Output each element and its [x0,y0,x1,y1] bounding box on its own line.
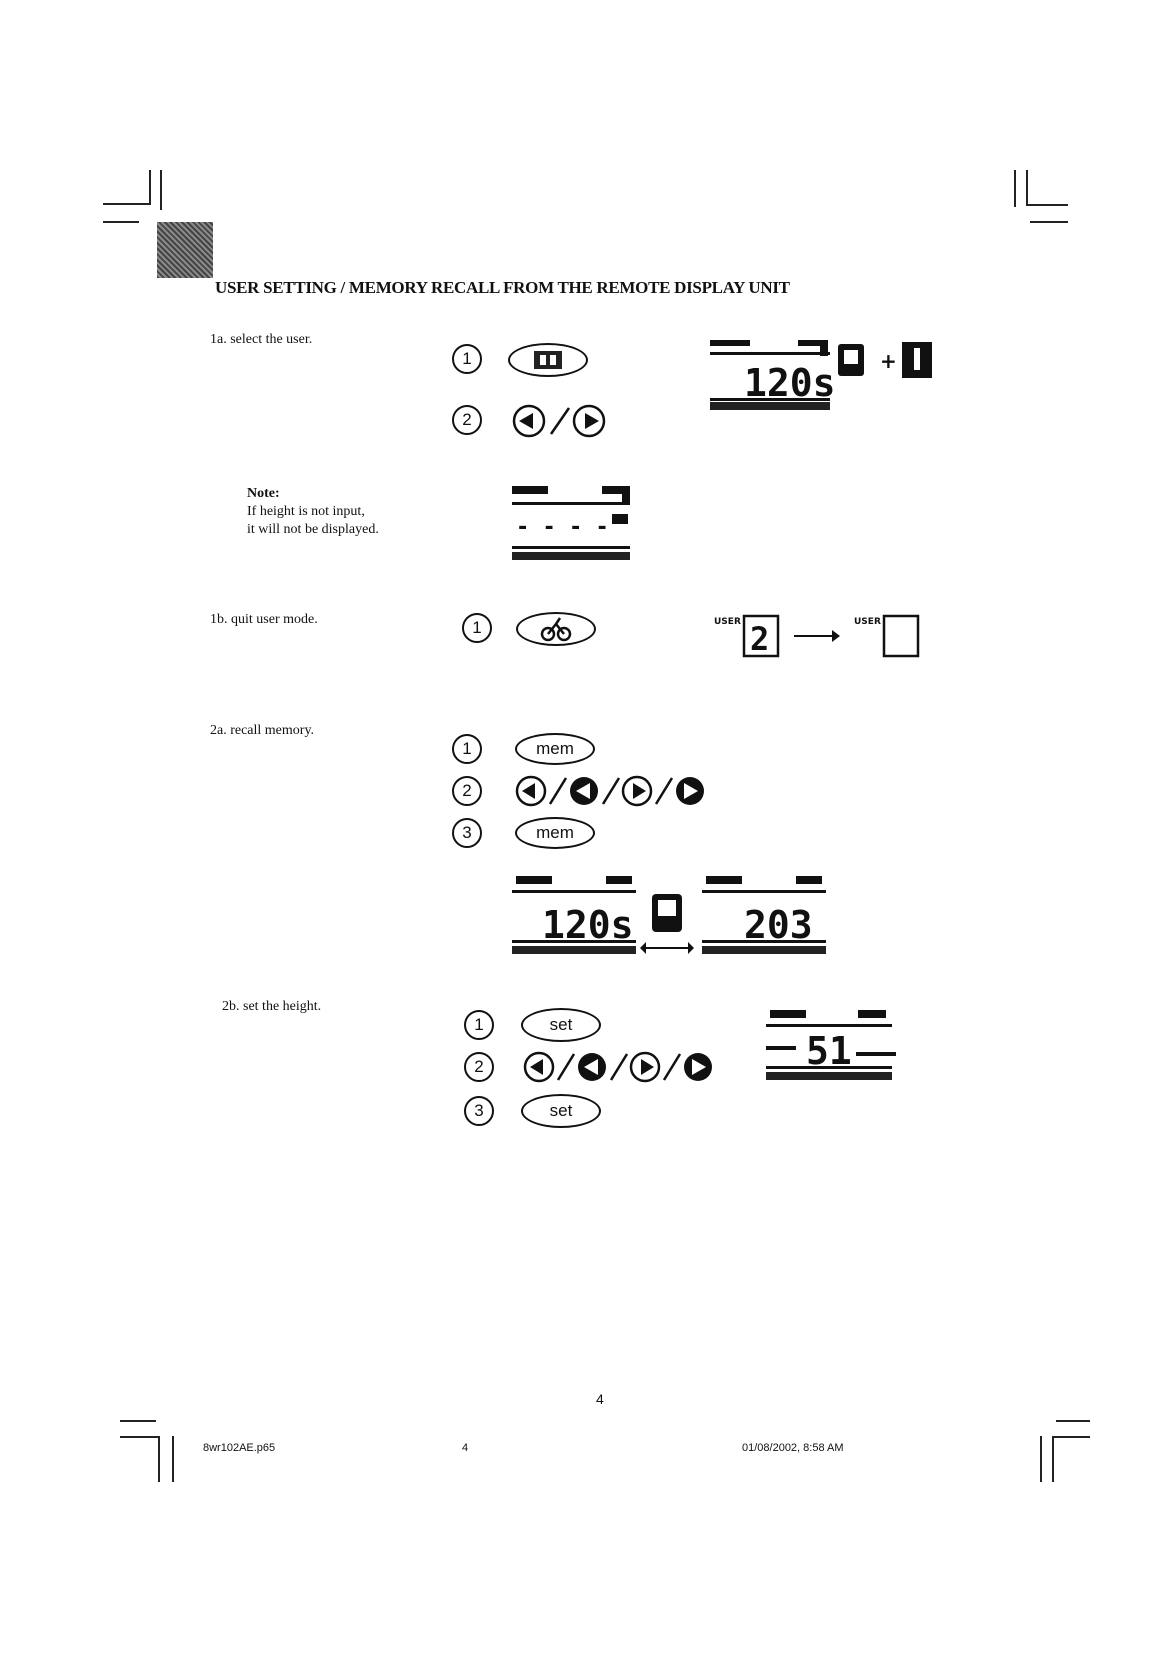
page-title: USER SETTING / MEMORY RECALL FROM THE RE… [215,278,790,297]
user-mode-sequence: USER 2 USER [714,610,934,665]
footer-timestamp: 01/08/2002, 8:58 AM [742,1442,844,1454]
footer-filename: 8wr102AE.p65 [203,1442,276,1454]
mem-button[interactable]: mem [515,817,595,849]
crop-mark-icon [1052,1436,1090,1438]
lcd-height-value: 51 [806,1029,852,1073]
step-number-1: 1 [452,734,482,764]
crop-mark-icon [160,170,162,210]
crop-mark-icon [1026,170,1028,206]
lcd-display-height: 51 [766,1010,896,1080]
crop-mark-icon [103,221,139,223]
arrow-up-fast-button-icon [578,1053,606,1081]
arrow-up-down-buttons[interactable] [511,402,611,440]
crop-mark-icon [1030,221,1068,223]
note-block: Note: If height is not input, it will no… [247,485,379,539]
arrow-down-fast-button-icon [684,1053,712,1081]
step-number-1: 1 [464,1010,494,1040]
crop-mark-icon [120,1420,156,1422]
arrow-down-button-icon [572,404,606,438]
arrow-buttons-4[interactable] [514,772,724,810]
step-2a-label: 2a. recall memory. [210,723,315,738]
step-1b-label: 1b. quit user mode. [210,612,318,627]
step-number-3: 3 [452,818,482,848]
arrow-down-button-icon [621,775,653,807]
crop-mark-icon [1014,170,1016,207]
note-title: Note: [247,486,280,501]
arrow-up-button-icon [515,775,547,807]
page-number: 4 [596,1391,604,1407]
lcd-recall-displays: 120s 203 [512,876,826,954]
arrow-up-button-icon [523,1051,555,1083]
crop-mark-icon [1052,1436,1054,1482]
svg-text:+: + [880,349,897,373]
lcd-recall-b: 203 [744,903,813,947]
crop-mark-icon [103,203,151,205]
step-number-1: 1 [462,613,492,643]
arrow-down-button-icon [629,1051,661,1083]
bike-icon [540,617,572,642]
arrow-up-button-icon [512,404,546,438]
arrow-down-fast-button-icon [676,777,704,805]
battery-icon [640,894,694,954]
footer-page: 4 [462,1442,469,1454]
set-button[interactable]: set [521,1094,601,1128]
lcd-recall-a: 120s [542,903,634,947]
user-select-button[interactable] [508,343,588,377]
step-number-2: 2 [452,776,482,806]
user-badge: USER [854,617,881,627]
mem-button[interactable]: mem [515,733,595,765]
user-quit-button[interactable] [516,612,596,646]
step-number-1: 1 [452,344,482,374]
step-number-2: 2 [452,405,482,435]
arrow-up-fast-button-icon [570,777,598,805]
arrow-buttons-4[interactable] [522,1048,732,1086]
lcd-value-1a: 120s [744,361,836,405]
step-number-3: 3 [464,1096,494,1126]
user-select-button-icon [534,351,562,369]
step-2b-label: 2b. set the height. [222,999,322,1014]
note-line-2: it will not be displayed. [247,522,379,537]
user-before: 2 [750,620,769,658]
set-button[interactable]: set [521,1008,601,1042]
step-1a-label: 1a. select the user. [210,332,313,347]
crop-mark-icon [158,1436,160,1482]
lcd-dashes: - - - - [516,515,609,540]
crop-mark-icon [172,1436,174,1482]
crop-mark-icon [149,170,151,205]
lcd-display-no-height: - - - - [512,486,630,560]
crop-mark-icon [1040,1436,1042,1482]
note-line-1: If height is not input, [247,504,365,519]
user-badge: USER [714,617,741,627]
step-number-2: 2 [464,1052,494,1082]
crop-mark-icon [1056,1420,1090,1422]
crop-mark-icon [120,1436,160,1438]
crop-mark-icon [1026,204,1068,206]
section-marker [157,222,213,278]
lcd-display-user: 120s + [710,340,932,410]
